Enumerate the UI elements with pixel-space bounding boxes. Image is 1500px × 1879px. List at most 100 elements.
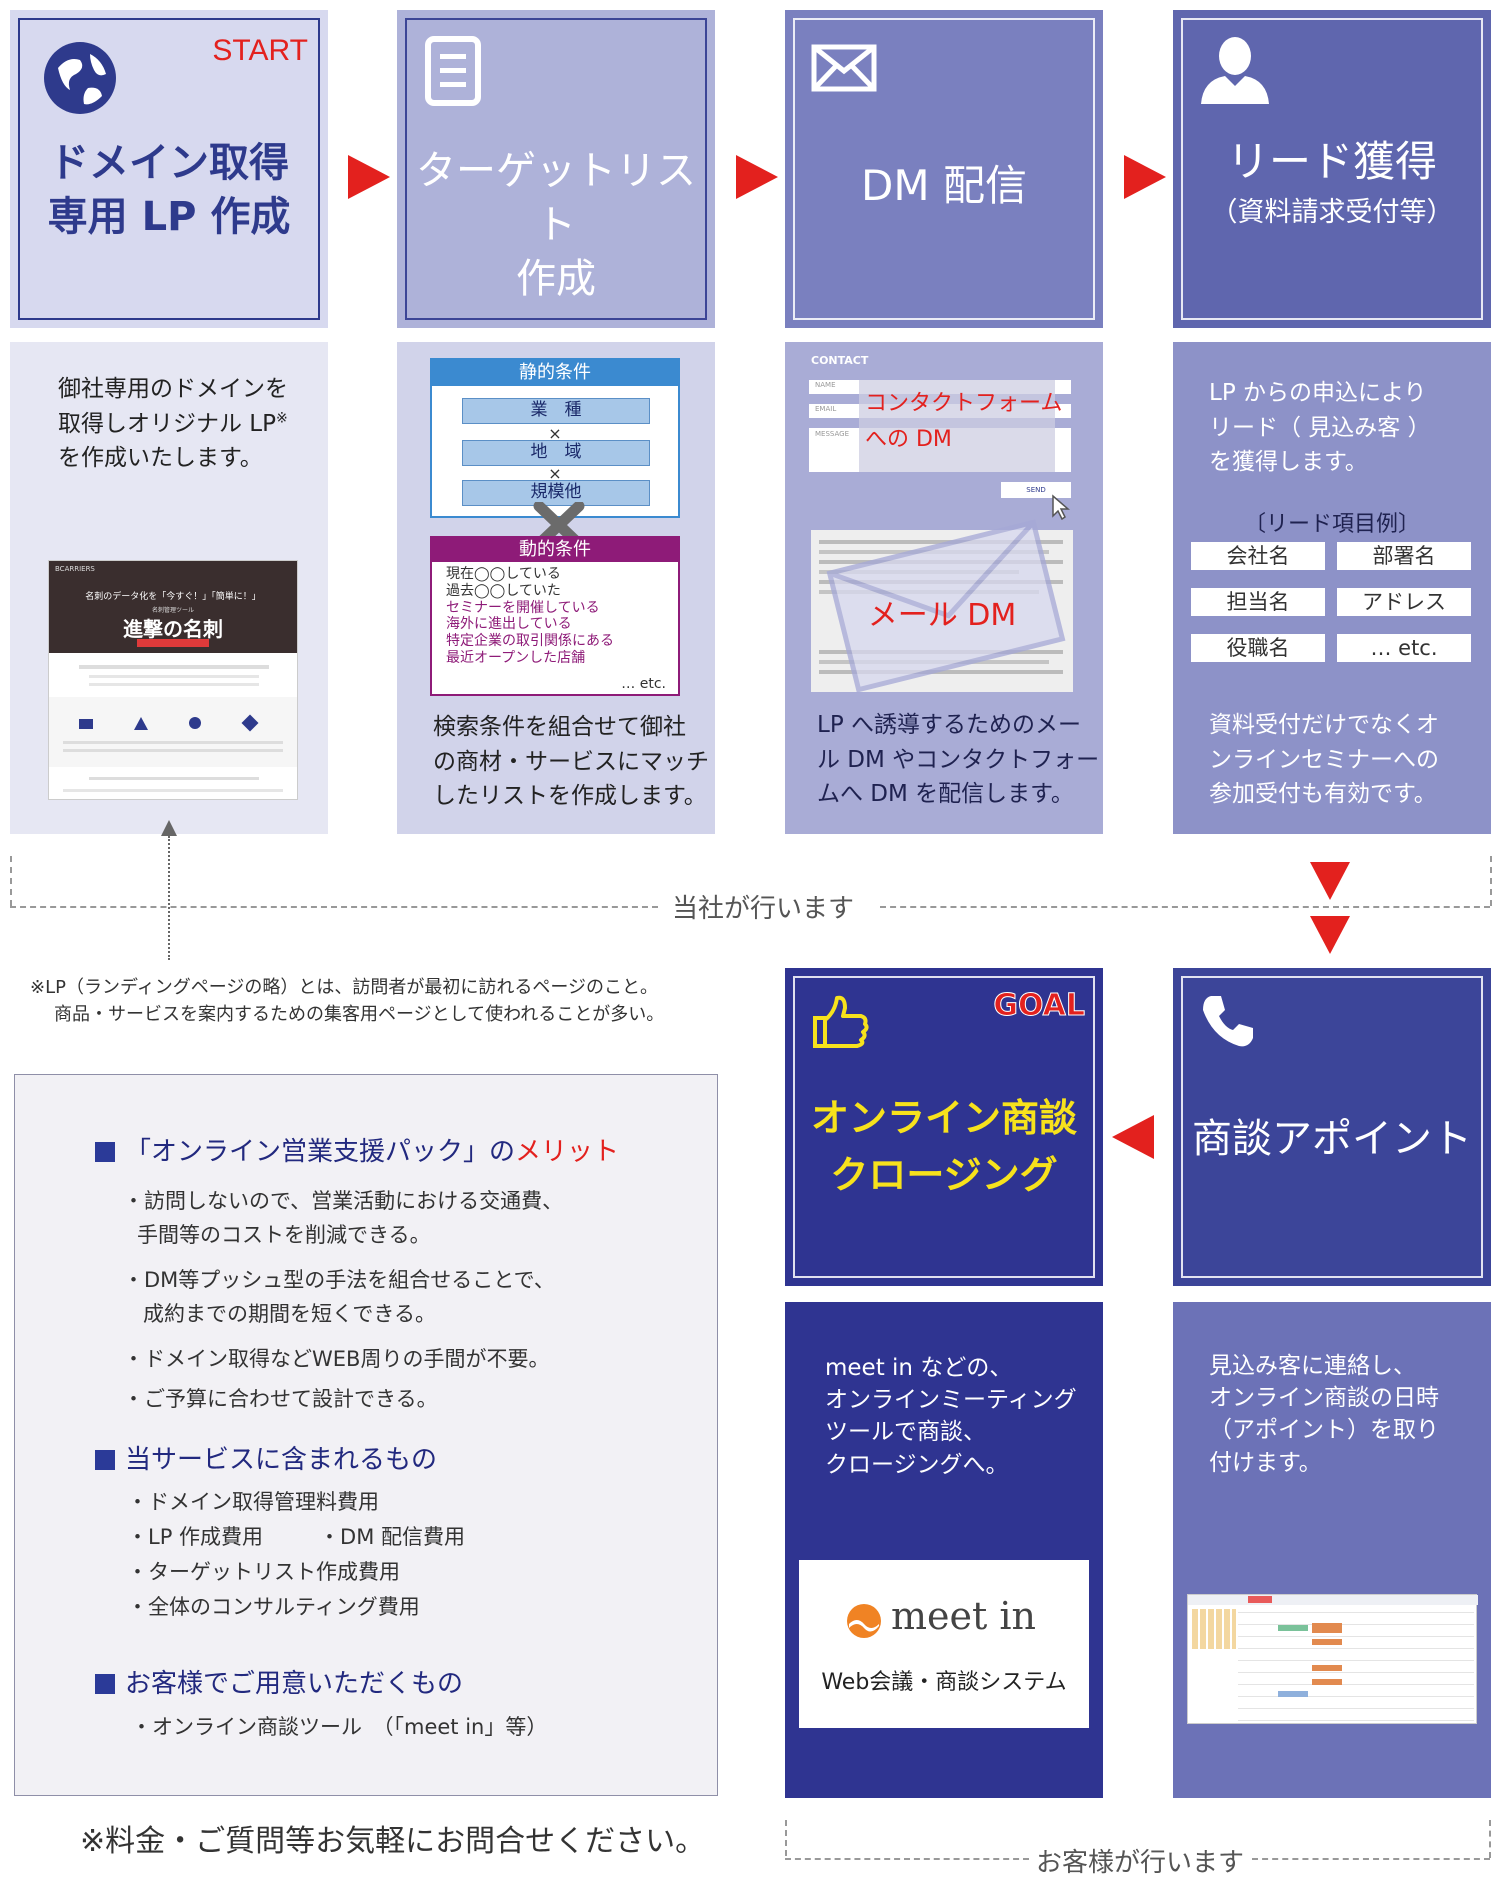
- step-title-line1: ドメイン取得: [49, 140, 289, 186]
- lead-item: 部署名: [1337, 542, 1471, 570]
- desc-line: クロージングへ。: [825, 1451, 1009, 1478]
- dynamic-item: 海外に進出している: [446, 616, 572, 633]
- desc-line: を獲得します。: [1209, 449, 1368, 475]
- divider-line-left: [10, 906, 658, 908]
- step-dm-delivery: DM 配信: [785, 10, 1103, 328]
- meetin-logo-card: meet in Web会議・商談システム: [799, 1560, 1089, 1728]
- lead-item: … etc.: [1337, 634, 1471, 662]
- step-title-line1: オンライン商談: [810, 1096, 1077, 1140]
- desc-line: 見込み客に連絡し、: [1209, 1353, 1416, 1379]
- merit-item: ・訪問しないので、営業活動における交通費、 手間等のコストを削減できる。: [123, 1189, 564, 1247]
- dynamic-item: 特定企業の取引関係にある: [446, 633, 614, 650]
- condition-region: 地 域: [462, 440, 650, 466]
- footnote-pointer-line: [168, 836, 170, 960]
- panel-appointment: 見込み客に連絡し、 オンライン商談の日時 （アポイント）を取り 付けます。: [1173, 1302, 1491, 1798]
- meetin-logo-text: meet in: [891, 1594, 1036, 1638]
- ours-label: 当社が行います: [672, 894, 855, 924]
- customer-label: お客様が行います: [1036, 1848, 1245, 1878]
- form-label: コンタクトフォーム: [865, 391, 1063, 416]
- step-title-line2: （資料請求受付等）: [1210, 196, 1454, 228]
- square-bullet-icon: [95, 1142, 115, 1162]
- desc-line: 資料受付だけでなくオ: [1209, 712, 1439, 738]
- step-title-line1: ターゲットリスト: [416, 148, 696, 248]
- desc-line: 付けます。: [1209, 1449, 1322, 1476]
- step-title-line1: 商談アポイント: [1192, 1116, 1472, 1162]
- merit-item: ・ご予算に合わせて設計できる。: [123, 1386, 438, 1411]
- merits-heading: 「オンライン営業支援パック」のメリット: [95, 1131, 619, 1168]
- condition-scale: 規模他: [462, 480, 650, 506]
- lp-logo: BCARRIERS: [55, 565, 95, 573]
- divider-customer-right-vertical: [1489, 1820, 1491, 1858]
- desc-line: （アポイント）を取り: [1209, 1417, 1439, 1444]
- desc-line: LP へ誘導するためのメー: [817, 712, 1081, 738]
- lp-tool: 名刺管理ツール: [151, 607, 194, 614]
- desc-line: 取得しオリジナル LP※: [58, 409, 288, 437]
- merit-item: ・ドメイン取得などWEB周りの手間が不要。: [123, 1347, 550, 1372]
- lead-item: 担当名: [1191, 588, 1325, 616]
- document-icon: [425, 36, 481, 106]
- times-sign: ×: [548, 424, 562, 443]
- panel-online-meeting: meet in などの、 オンラインミーティング ツールで商談、 クロージングへ…: [785, 1302, 1103, 1798]
- panel-target-list: 静的条件 業 種 × 地 域 × 規模他 動的条件 現在◯◯している 過去◯◯し…: [397, 342, 715, 834]
- lead-item: 会社名: [1191, 542, 1325, 570]
- desc-line: 検索条件を組合せて御社: [433, 714, 686, 740]
- note-mark: ※: [276, 409, 288, 426]
- lp-footnote: ※LP（ランディングページの略）とは、訪問者が最初に訪れるページのこと。 商品・…: [30, 974, 664, 1028]
- arrow-down-icon: [1310, 916, 1350, 954]
- goal-badge: GOAL: [993, 988, 1086, 1024]
- times-sign: ×: [548, 464, 562, 483]
- field-label: NAME: [815, 381, 836, 389]
- lp-mockup: BCARRIERS 名刺のデータ化を「今すぐ！」「簡単に！」 名刺管理ツール 進…: [48, 560, 298, 800]
- desc-line: ンラインセミナーへの: [1209, 746, 1439, 773]
- panel-domain-lp: 御社専用のドメインを 取得しオリジナル LP※ を作成いたします。 BCARRI…: [10, 342, 328, 834]
- lp-brand: 進撃の名刺: [123, 617, 223, 641]
- field-label: MESSAGE: [815, 430, 849, 438]
- contact-title: CONTACT: [811, 354, 869, 367]
- dynamic-item: 現在◯◯している: [446, 566, 561, 582]
- desc-line: 御社専用のドメインを: [58, 376, 288, 402]
- static-conditions: 静的条件 業 種 × 地 域 × 規模他: [430, 358, 680, 518]
- start-badge: START: [212, 34, 308, 67]
- step-domain-lp: START ドメイン取得 専用 LP 作成: [10, 10, 328, 328]
- desc-line: LP からの申込により: [1209, 380, 1427, 406]
- arrow-left-icon: [1112, 1115, 1154, 1159]
- merit-item: ・DM等プッシュ型の手法を組合せることで、 成約までの期間を短くできる。: [123, 1268, 555, 1326]
- panel-lead-acquisition: LP からの申込により リード（ 見込み客 ） を獲得します。 〔リード項目例〕…: [1173, 342, 1491, 834]
- envelope-icon: [826, 519, 1066, 693]
- step-lead-acquisition: リード獲得 （資料請求受付等）: [1173, 10, 1491, 328]
- included-heading: 当サービスに含まれるもの: [95, 1439, 437, 1476]
- included-item: ・ドメイン取得管理料費用: [127, 1490, 379, 1514]
- desc-line: したリストを作成します。: [433, 783, 707, 809]
- lead-example-title: 〔リード項目例〕: [1243, 512, 1420, 537]
- contact-form: NAME EMAIL MESSAGE コンタクトフォーム への DM: [809, 380, 1071, 472]
- arrow-up-icon: [161, 820, 177, 836]
- divider-customer-line-left: [785, 1858, 1029, 1860]
- thumbs-up-icon: [813, 995, 869, 1048]
- included-item: ・LP 作成費用・DM 配信費用: [127, 1525, 466, 1549]
- desc-line: オンライン商談の日時: [1209, 1385, 1439, 1412]
- envelope-icon: [811, 44, 877, 92]
- user-icon: [1201, 37, 1269, 104]
- step-title-line2: 専用 LP 作成: [47, 194, 291, 240]
- footnote-line: ※LP（ランディングページの略）とは、訪問者が最初に訪れるページのこと。: [30, 977, 658, 998]
- prepare-item: ・オンライン商談ツール （「meet in」等）: [131, 1715, 548, 1739]
- included-item: ・全体のコンサルティング費用: [127, 1595, 420, 1619]
- arrow-down-icon: [1310, 862, 1350, 900]
- footnote-line: 商品・サービスを案内するための集客用ページとして使われることが多い。: [54, 1004, 665, 1025]
- desc-line: リード（ 見込み客 ）: [1209, 414, 1431, 441]
- dynamic-label: 動的条件: [432, 538, 678, 562]
- mail-label: メール DM: [867, 598, 1017, 633]
- divider-customer-line-right: [1252, 1858, 1490, 1860]
- condition-industry: 業 種: [462, 398, 650, 424]
- contact-cta: ※料金・ご質問等お気軽にお問合せください。: [80, 1824, 706, 1859]
- included-item: ・ターゲットリスト作成費用: [127, 1560, 400, 1584]
- square-bullet-icon: [95, 1674, 115, 1694]
- cursor-icon: [1052, 494, 1071, 520]
- divider-left-vertical: [10, 856, 12, 906]
- globe-icon: [44, 42, 116, 114]
- desc-line: meet in などの、: [825, 1355, 1013, 1381]
- dynamic-item: セミナーを開催している: [446, 599, 600, 616]
- calendar-mockup: [1187, 1594, 1478, 1724]
- static-label: 静的条件: [432, 360, 678, 386]
- desc-line: オンラインミーティング: [825, 1387, 1077, 1414]
